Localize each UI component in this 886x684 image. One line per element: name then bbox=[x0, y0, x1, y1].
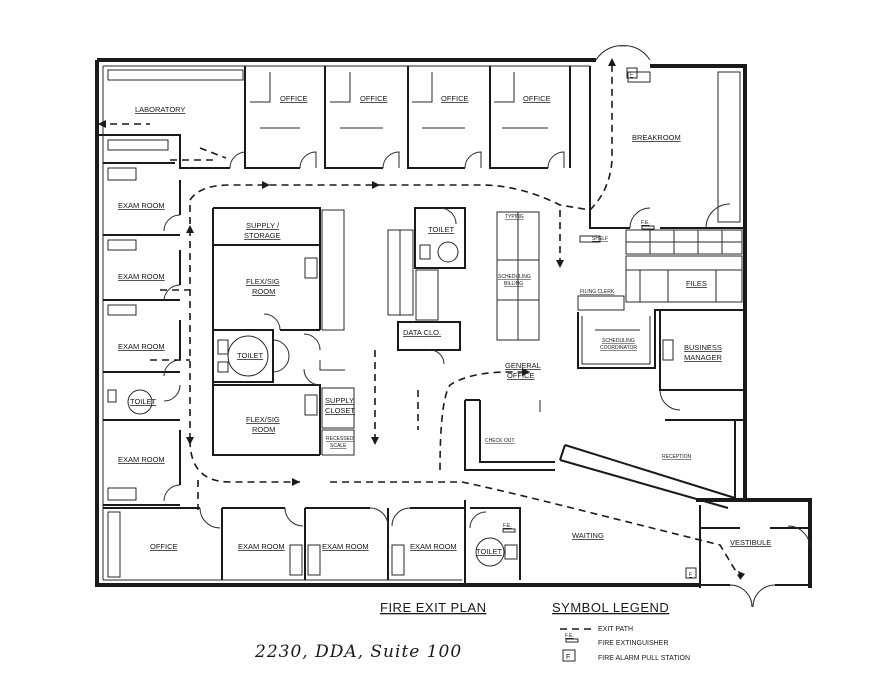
vestibule-label: VESTIBULE bbox=[730, 538, 771, 547]
laboratory-label: LABORATORY bbox=[135, 105, 185, 114]
exam-room-1-label: EXAM ROOM bbox=[118, 201, 165, 210]
legend-extinguisher-label: FIRE EXTINGUISHER bbox=[598, 640, 668, 647]
vestibule-walls bbox=[699, 505, 811, 608]
fire-extinguisher-top: F.E. bbox=[641, 220, 655, 230]
scheduling-billing-label-2: BILLING bbox=[504, 281, 523, 287]
supply-closet-label-2: CLOSET bbox=[325, 406, 355, 415]
top-row-doors bbox=[229, 45, 731, 229]
flex-bottom-label-1: FLEX/SIG bbox=[246, 415, 280, 424]
pull-station-bottom: F bbox=[685, 567, 697, 579]
center-labels: TOILET DATA CLO. TYPING SCHEDULING BILLI… bbox=[403, 214, 541, 380]
reception-walls bbox=[464, 399, 745, 509]
business-manager-label-1: BUSINESS bbox=[684, 343, 722, 352]
scheduling-coordinator-label-2: COORDINATOR bbox=[600, 345, 637, 351]
top-row-labels: LABORATORY OFFICE OFFICE OFFICE OFFICE B… bbox=[135, 94, 681, 142]
scheduling-coordinator-label-1: SCHEDULING bbox=[602, 338, 635, 344]
bottom-row-walls bbox=[103, 500, 521, 585]
left-column-labels: EXAM ROOM EXAM ROOM EXAM ROOM TOILET EXA… bbox=[118, 201, 165, 464]
pull-station-top: F bbox=[626, 67, 638, 79]
recessed-scale-label-1: RECESSED bbox=[326, 436, 354, 442]
plan-title: FIRE EXIT PLAN bbox=[380, 600, 486, 615]
legend-pull-station-box bbox=[562, 649, 576, 662]
data-closet-label: DATA CLO. bbox=[403, 328, 441, 337]
supply-storage-label-2: STORAGE bbox=[244, 231, 281, 240]
general-office-label-1: GENERAL bbox=[505, 361, 541, 370]
svg-text:F: F bbox=[630, 72, 633, 78]
scheduling-billing-label-1: SCHEDULING bbox=[498, 274, 531, 280]
office-bottom-label: OFFICE bbox=[150, 542, 178, 551]
legend-fe-symbol: F.E. bbox=[565, 633, 574, 639]
supply-storage-label-1: SUPPLY / bbox=[246, 221, 280, 230]
toilet-center-label: TOILET bbox=[237, 351, 264, 360]
exam-room-7-label: EXAM ROOM bbox=[410, 542, 457, 551]
svg-text:F.E.: F.E. bbox=[503, 523, 512, 529]
exam-room-4-label: EXAM ROOM bbox=[118, 455, 165, 464]
left-column-doors bbox=[163, 214, 181, 502]
left-column-walls bbox=[103, 162, 181, 506]
bottom-row-labels: OFFICE EXAM ROOM EXAM ROOM EXAM ROOM TOI… bbox=[150, 531, 604, 556]
files-label: FILES bbox=[686, 279, 707, 288]
center-left-labels: SUPPLY / STORAGE FLEX/SIG ROOM TOILET FL… bbox=[237, 221, 355, 449]
exit-paths bbox=[98, 60, 741, 579]
bottom-row-doors bbox=[199, 507, 487, 529]
waiting-label: WAITING bbox=[572, 531, 604, 540]
right-walls bbox=[577, 229, 745, 391]
svg-text:F: F bbox=[689, 572, 692, 578]
supply-closet-label-1: SUPPLY bbox=[325, 396, 354, 405]
filing-clerk-label: FILING CLERK bbox=[580, 289, 615, 295]
flex-top-label-1: FLEX/SIG bbox=[246, 277, 280, 286]
toilet-left-label: TOILET bbox=[130, 397, 157, 406]
outer-walls bbox=[95, 58, 812, 588]
office-4-label: OFFICE bbox=[523, 94, 551, 103]
exam-room-2-label: EXAM ROOM bbox=[118, 272, 165, 281]
general-office-label-2: OFFICE bbox=[507, 371, 535, 380]
svg-text:F.E.: F.E. bbox=[641, 220, 650, 226]
shelf-label: SHELF bbox=[592, 236, 608, 242]
center-left-doors bbox=[263, 313, 321, 386]
recessed-scale-label-2: SCALE bbox=[330, 443, 347, 449]
legend-heading: SYMBOL LEGEND bbox=[552, 600, 669, 615]
exam-room-3-label: EXAM ROOM bbox=[118, 342, 165, 351]
exit-arrows bbox=[98, 58, 745, 580]
flex-top-label-2: ROOM bbox=[252, 287, 275, 296]
office-1-label: OFFICE bbox=[280, 94, 308, 103]
legend-pull-station-label: FIRE ALARM PULL STATION bbox=[598, 655, 690, 662]
business-manager-label-2: MANAGER bbox=[684, 353, 723, 362]
legend-f-symbol: F bbox=[566, 654, 570, 661]
check-out-label: CHECK OUT bbox=[485, 438, 514, 444]
right-labels: FILES FILING CLERK SHELF SCHEDULING COOR… bbox=[580, 236, 723, 362]
reception-labels: CHECK OUT RECEPTION bbox=[485, 438, 692, 460]
symbol-legend: SYMBOL LEGEND EXIT PATH F.E. FIRE EXTING… bbox=[552, 600, 690, 662]
typing-label: TYPING bbox=[505, 214, 524, 220]
breakroom-label: BREAKROOM bbox=[632, 133, 681, 142]
toilet-top-label: TOILET bbox=[428, 225, 455, 234]
center-doors bbox=[429, 207, 457, 365]
flex-bottom-label-2: ROOM bbox=[252, 425, 275, 434]
legend-exit-path-label: EXIT PATH bbox=[598, 626, 633, 633]
fire-extinguisher-bottom: F.E. bbox=[502, 523, 516, 533]
center-left-walls bbox=[212, 207, 355, 456]
office-2-label: OFFICE bbox=[360, 94, 388, 103]
exam-room-5-label: EXAM ROOM bbox=[238, 542, 285, 551]
right-doors bbox=[629, 207, 681, 411]
toilet-bottom-label: TOILET bbox=[476, 547, 503, 556]
top-row-walls bbox=[97, 66, 745, 229]
handwritten-address: 2230, DDA, Suite 100 bbox=[254, 642, 462, 662]
office-3-label: OFFICE bbox=[441, 94, 469, 103]
exam-room-6-label: EXAM ROOM bbox=[322, 542, 369, 551]
reception-label: RECEPTION bbox=[662, 454, 692, 460]
